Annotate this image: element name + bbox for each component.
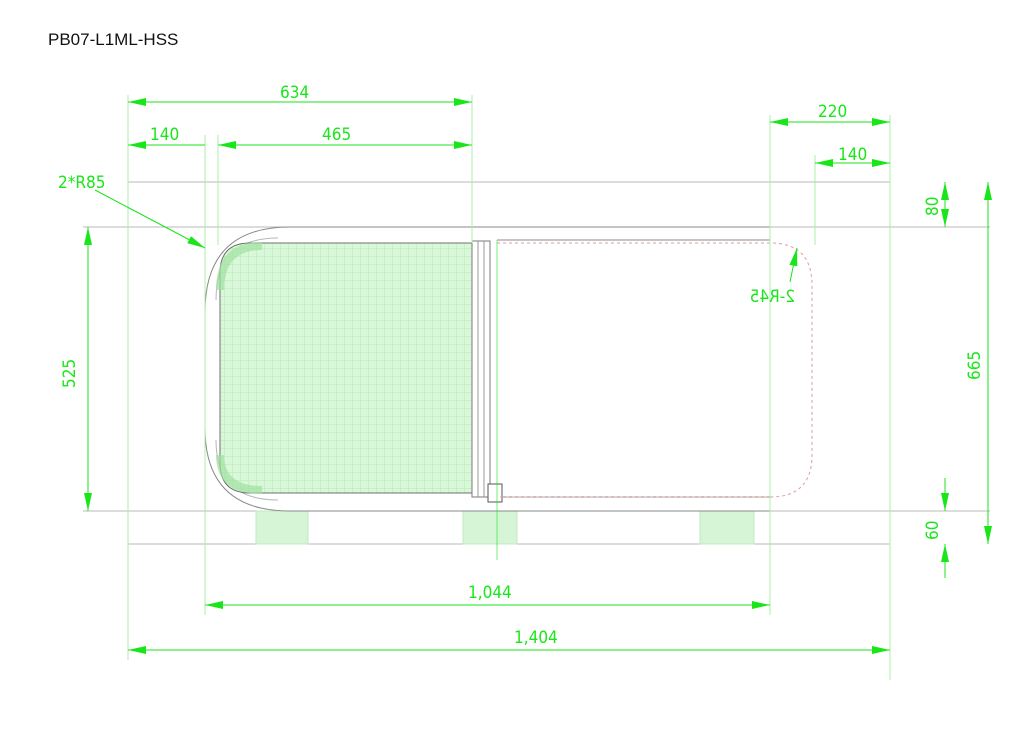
dim-label-1044: 1,044 — [468, 583, 512, 603]
drawing-title: PB07-L1ML-HSS — [48, 30, 179, 49]
dim-label-140-right: 140 — [838, 145, 867, 165]
hinge-block — [487, 483, 503, 503]
foot-left — [255, 510, 309, 545]
leader-r85 — [94, 189, 206, 249]
dim-label-60: 60 — [923, 521, 943, 540]
dim-label-220: 220 — [818, 102, 847, 122]
corner-fill-top — [216, 242, 262, 290]
dim-label-634: 634 — [280, 83, 309, 103]
dim-label-525: 525 — [60, 359, 80, 388]
corner-fill-bottom — [216, 455, 262, 494]
dim-label-1404: 1,404 — [514, 628, 558, 648]
dim-label-80: 80 — [923, 197, 943, 216]
grid-panel — [219, 242, 473, 494]
right-panel-dashed — [497, 242, 813, 498]
foot-right — [699, 510, 755, 545]
dim-label-r45: 2-R45 — [750, 287, 795, 307]
leader-r45 — [789, 247, 798, 283]
dim-label-465: 465 — [322, 125, 351, 145]
door-post — [471, 240, 491, 498]
foot-center — [462, 510, 518, 545]
dim-label-665: 665 — [965, 351, 985, 380]
dim-label-140-left: 140 — [150, 125, 179, 145]
dim-label-r85: 2*R85 — [58, 173, 105, 193]
